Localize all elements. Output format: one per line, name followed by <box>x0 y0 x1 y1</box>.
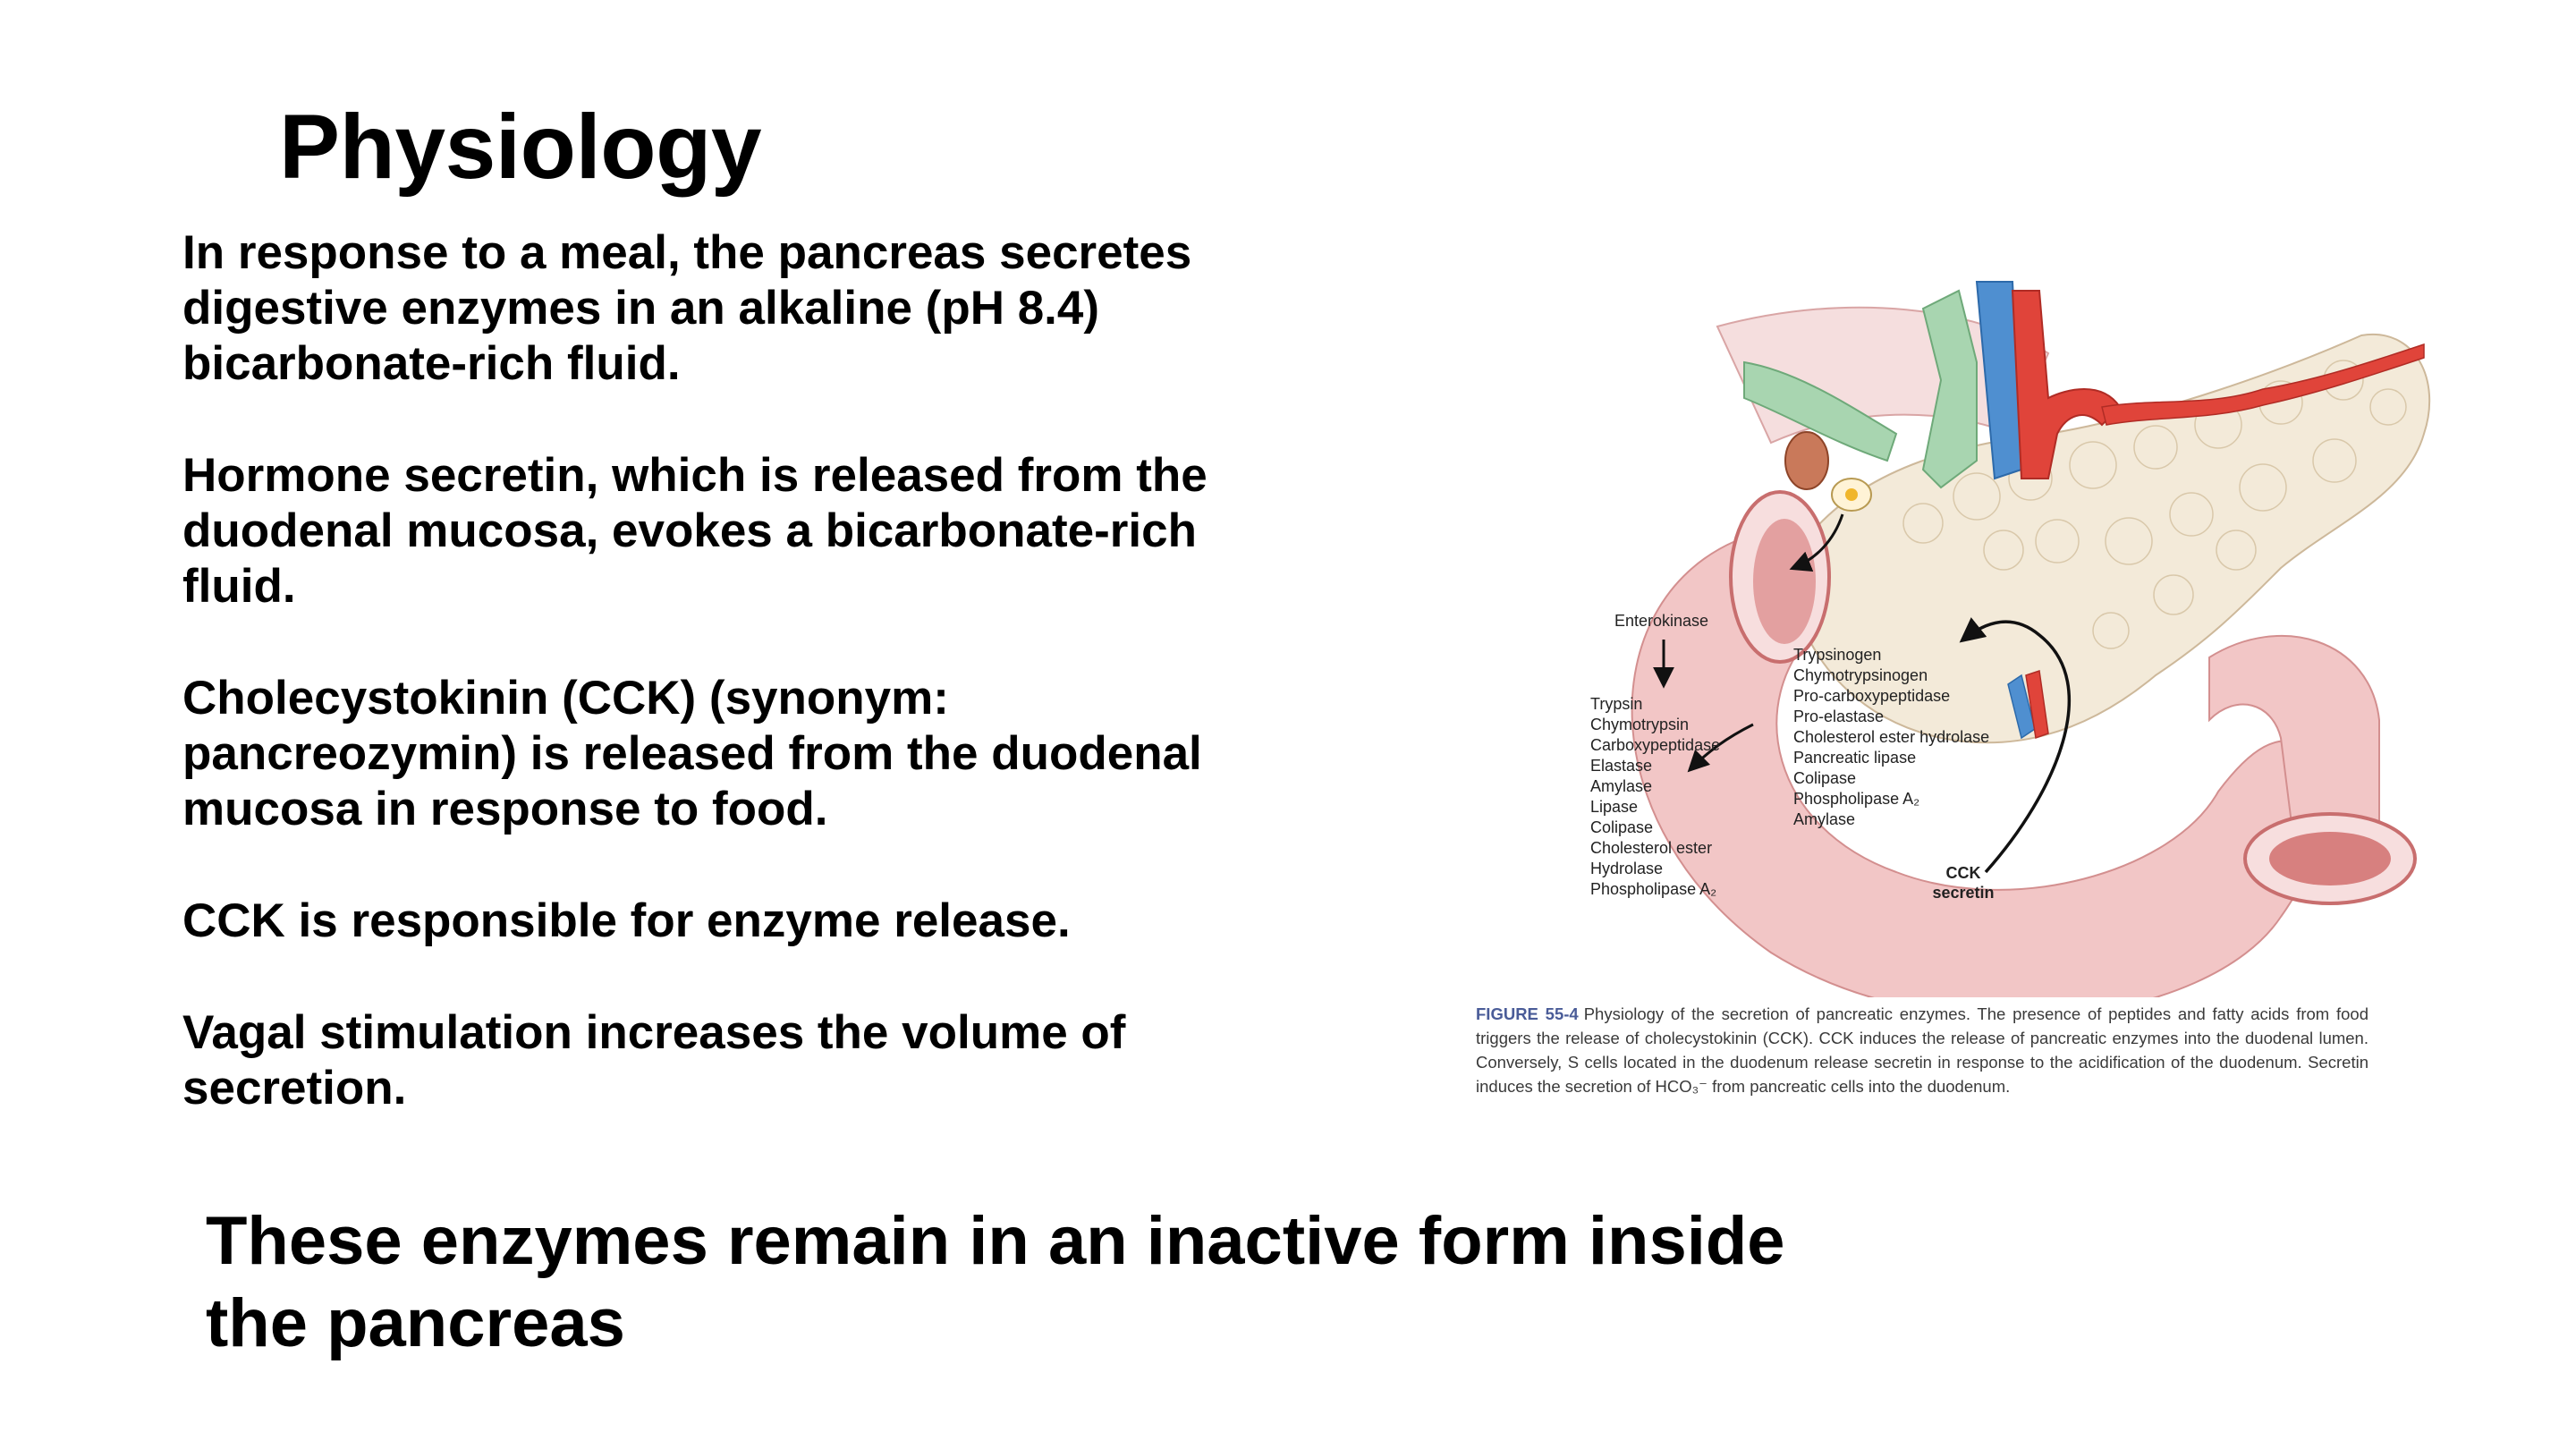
proenzyme-item: Trypsinogen <box>1793 646 1881 664</box>
active-enzyme-list: Trypsin Chymotrypsin Carboxypeptidase El… <box>1590 695 1724 898</box>
proenzyme-item: Phospholipase A₂ <box>1793 790 1919 808</box>
splenic-artery <box>2101 343 2425 426</box>
proenzyme-list: Trypsinogen Chymotrypsinogen Pro-carboxy… <box>1793 646 1994 828</box>
cck-secretin-arrow <box>1959 617 2071 874</box>
figure-caption-label: FIGURE 55-4 <box>1476 1004 1579 1023</box>
duct-section-pancreatic <box>1784 431 1829 490</box>
proenzyme-item: Chymotrypsinogen <box>1793 666 1928 684</box>
pancreas-illustration: Enterokinase Trypsin Chymotrypsin Carbox… <box>1590 281 2431 997</box>
active-enzyme-item: Colipase <box>1590 818 1653 836</box>
cystic-duct <box>1743 360 1898 462</box>
active-enzyme-item: Cholesterol ester <box>1590 839 1712 857</box>
active-enzyme-item: Trypsin <box>1590 695 1642 713</box>
enterokinase-label: Enterokinase <box>1614 612 1708 630</box>
proenzyme-item: Cholesterol ester hydrolase <box>1793 728 1989 746</box>
paragraph-cck: Cholecystokinin (CCK) (synonym: pancreoz… <box>182 672 1202 835</box>
active-enzyme-item: Carboxypeptidase <box>1590 736 1720 754</box>
bile-duct <box>1921 289 1978 489</box>
paragraph-cck-role: CCK is responsible for enzyme release. <box>182 894 1071 947</box>
proenzyme-item: Amylase <box>1793 810 1855 828</box>
figure-caption-text: Physiology of the secretion of pancreati… <box>1476 1004 2368 1096</box>
active-enzyme-item: Amylase <box>1590 777 1652 795</box>
bullet-list: In response to a meal, the pancreas secr… <box>182 225 1435 1173</box>
slide-title: Physiology <box>279 96 762 198</box>
proenzyme-item: Pro-carboxypeptidase <box>1793 687 1950 705</box>
cck-label: CCK <box>1946 864 1981 882</box>
duodenum-proximal-inner <box>1753 519 1816 644</box>
proenzyme-item: Colipase <box>1793 769 1856 787</box>
active-enzyme-item: Hydrolase <box>1590 860 1663 877</box>
paragraph-secretin: Hormone secretin, which is released from… <box>182 449 1208 613</box>
active-enzyme-item: Chymotrypsin <box>1590 716 1689 733</box>
active-enzyme-item: Lipase <box>1590 798 1638 816</box>
paragraph-meal-secretion: In response to a meal, the pancreas secr… <box>182 226 1192 390</box>
proenzyme-item: Pro-elastase <box>1793 708 1884 725</box>
proenzyme-item: Pancreatic lipase <box>1793 749 1916 767</box>
activation-arrow <box>1687 723 1754 773</box>
footer-statement: These enzymes remain in an inactive form… <box>206 1203 1785 1361</box>
duct-to-lumen-arrow <box>1789 513 1844 572</box>
duodenum-lumen-inner <box>2269 832 2391 886</box>
active-enzyme-item: Phospholipase A₂ <box>1590 880 1716 898</box>
pancreas-figure: Enterokinase Trypsin Chymotrypsin Carbox… <box>1476 255 2460 1123</box>
paragraph-vagal: Vagal stimulation increases the volume o… <box>182 1006 1126 1114</box>
secretin-label: secretin <box>1932 884 1994 902</box>
mesenteric-vessels-red <box>2025 670 2049 740</box>
active-enzyme-item: Elastase <box>1590 757 1652 775</box>
